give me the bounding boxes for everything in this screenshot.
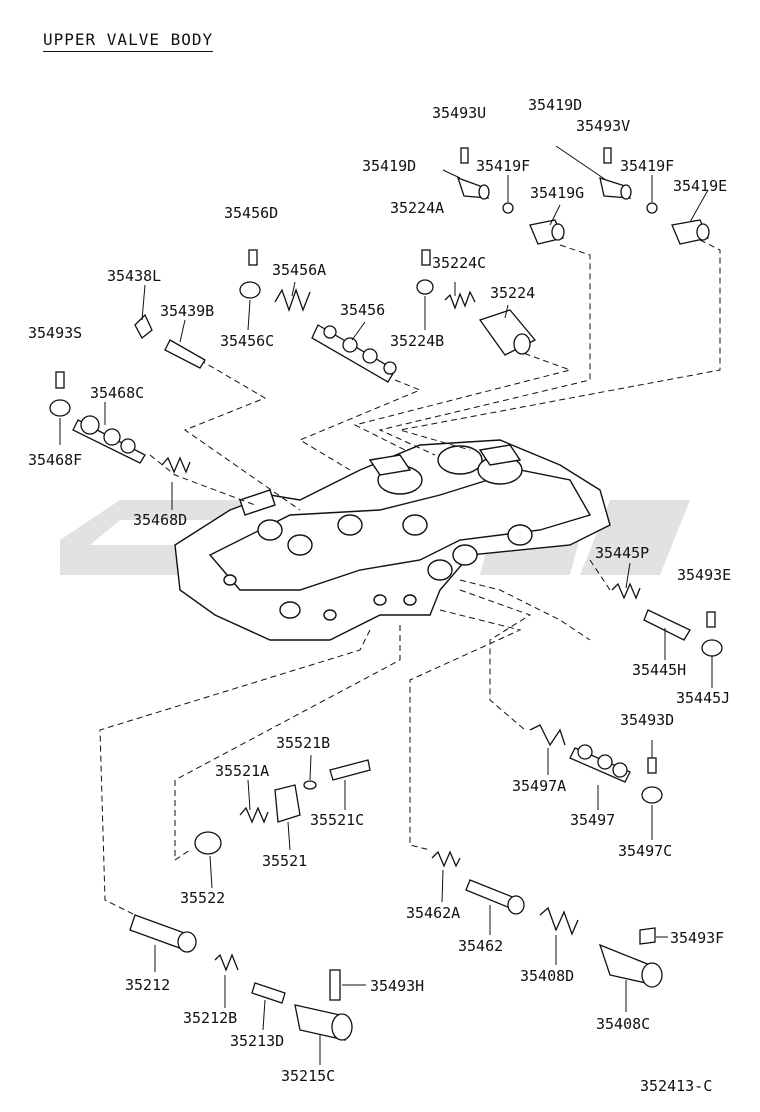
plate-35521 [274,784,301,823]
part-label: 35408D [520,967,575,985]
part-label: 35521A [215,762,270,780]
label-leaders [59,145,713,1065]
part-label: 35521B [276,734,331,752]
spring-35212b [214,953,239,972]
bolt-35521c [329,759,371,781]
valve-35456 [311,324,397,383]
pin-35493d [647,757,657,774]
part-label: 35212 [125,976,171,994]
spring-35456a [274,288,311,312]
part-label: 35456C [220,332,275,350]
plug-35419e [671,219,710,245]
reference-code: 352413-C [640,1077,713,1095]
valve-35497 [569,744,631,783]
plug-35497c [641,786,663,804]
valve-35462 [465,879,525,915]
valve-35213d [251,982,286,1004]
plug-35456c [239,281,261,299]
part-label: 35419D [528,96,583,114]
part-label: 35493H [370,977,425,995]
pin-35224a [421,249,431,266]
dashed-leaders [99,239,721,916]
part-label: 35419F [620,157,675,175]
ball-35419f-right [646,202,658,214]
sleeve-35522 [194,831,222,855]
sleeve-35408c [598,943,663,988]
pin-35493s [55,371,65,389]
part-label: 35468C [90,384,145,402]
sleeve-35215c [294,1004,353,1041]
part-label: 35493V [576,117,631,135]
part-label: 35419F [476,157,531,175]
part-label: 35224C [432,254,487,272]
part-label: 35493E [677,566,732,584]
part-label: 35215C [281,1067,336,1085]
part-label: 35521 [262,852,308,870]
spring-35224c [444,290,476,310]
bolt-35439b [164,339,206,369]
part-label: 35493U [432,104,487,122]
part-label: 35212B [183,1009,238,1027]
part-label: 35419G [530,184,585,202]
part-label: 35497 [570,811,616,829]
pin-35493u [460,147,469,164]
spring-35462a [431,850,461,868]
part-label: 35419D [362,157,417,175]
spring-35408d [539,906,579,936]
component-parts [49,147,723,1041]
part-label: 35456 [340,301,386,319]
plug-35224b [416,279,434,295]
valve-35212 [129,914,197,953]
spring-35468d [161,456,191,474]
spring-35445p [611,582,641,600]
part-label: 35521C [310,811,365,829]
part-label: 35493D [620,711,675,729]
pin-35493v [603,147,612,164]
plug-35445j [701,639,723,657]
part-label: 35462A [406,904,461,922]
plug-35419g [529,219,565,245]
part-label: 35456D [224,204,279,222]
part-label: 35438L [107,267,162,285]
pin-35493f [639,927,656,945]
part-label: 35456A [272,261,327,279]
part-label: 35224A [390,199,445,217]
part-label: 35224 [490,284,536,302]
clip-35438l [134,313,153,339]
pin-35456d [248,249,258,266]
part-label: 35462 [458,937,504,955]
washer-35521b [303,780,317,790]
part-label: 35445H [632,661,687,679]
part-label: 35468D [133,511,188,529]
part-label: 35445J [676,689,731,707]
part-label: 35439B [160,302,215,320]
valve-35468c [72,415,146,464]
part-label: 35497C [618,842,673,860]
valve-35224 [478,309,537,356]
spring-35521a [239,806,269,824]
part-label: 35224B [390,332,445,350]
part-label: 35408C [596,1015,651,1033]
plug-35468f [49,399,71,417]
part-label: 35522 [180,889,226,907]
ball-35419f-left [502,202,514,214]
pin-35493e [706,611,716,628]
part-label: 35419E [673,177,728,195]
plug-35419d-right [599,177,632,200]
pin-35493h [329,969,341,1001]
part-label: 35493F [670,929,725,947]
part-label: 35213D [230,1032,285,1050]
part-label: 35445P [595,544,650,562]
part-label: 35468F [28,451,83,469]
plug-35419d-left [456,176,490,200]
valve-body-assembly [174,439,611,641]
part-label: 35497A [512,777,567,795]
spring-35497a [529,724,566,747]
valve-35445h [643,609,691,641]
diagram-title: UPPER VALVE BODY [43,30,214,52]
part-label: 35493S [28,324,83,342]
